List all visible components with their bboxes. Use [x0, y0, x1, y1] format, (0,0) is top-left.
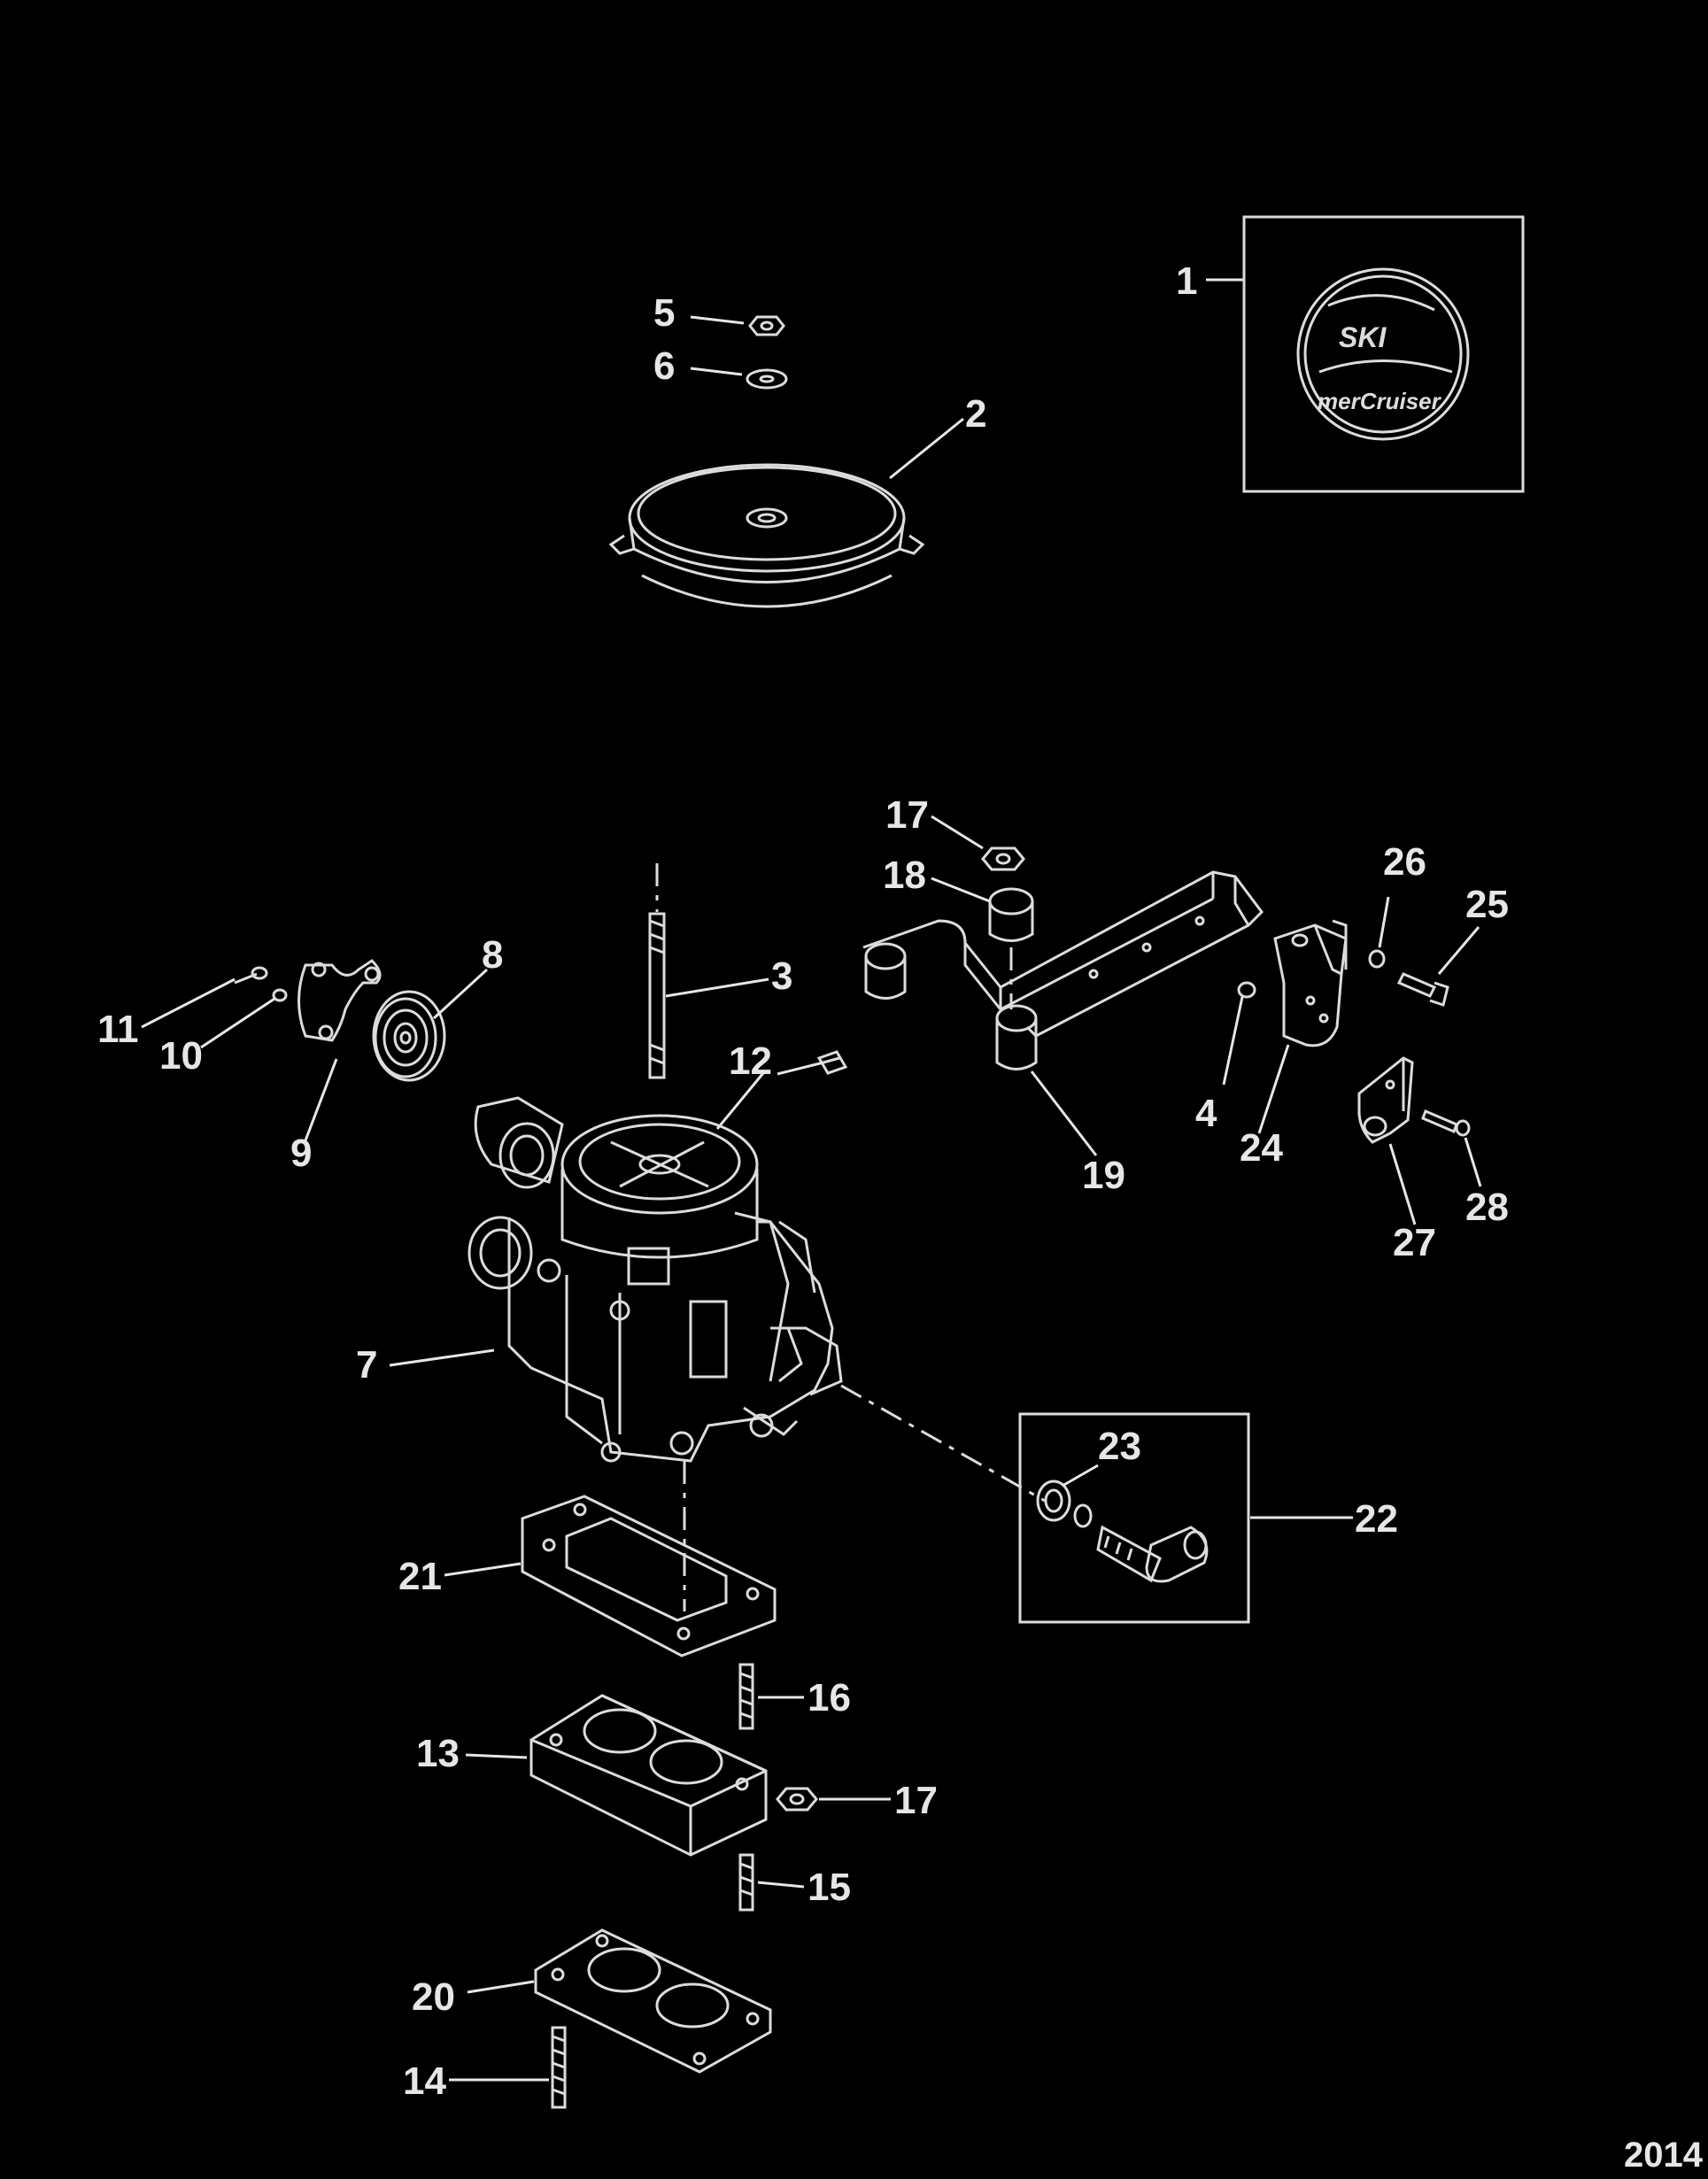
callout-labels: 1 2 3 4 5 6 7 8 9 10 11 12 13 14 15 16 1… [97, 259, 1509, 2103]
callout-14: 14 [403, 2059, 446, 2103]
part-26-washer [1368, 949, 1386, 969]
callout-28: 28 [1465, 1186, 1509, 1229]
part-22-fitting-kit [1018, 1412, 1250, 1624]
callout-17-upper: 17 [885, 793, 929, 837]
callout-22: 22 [1355, 1497, 1398, 1541]
disc-badge-ski: SKI [1339, 321, 1387, 353]
callout-23: 23 [1098, 1425, 1141, 1468]
part-25-screw [1396, 972, 1449, 1007]
callout-4: 4 [1195, 1092, 1217, 1135]
callout-16: 16 [808, 1676, 851, 1719]
part-8-diaphragm-cover [372, 990, 446, 1082]
part-1-disc: SKI merCruiser [1242, 215, 1525, 493]
part-24-bracket [1273, 919, 1348, 1047]
part-20-gasket [534, 1928, 772, 2074]
callout-12: 12 [729, 1039, 772, 1083]
callout-10: 10 [159, 1034, 203, 1078]
callout-6: 6 [653, 344, 675, 388]
callout-11: 11 [97, 1008, 139, 1051]
callout-18: 18 [883, 854, 926, 897]
callout-2: 2 [965, 392, 986, 436]
part-6-washer [746, 368, 788, 390]
part-14-stud [551, 2026, 567, 2109]
part-17-lower-nut [776, 1787, 818, 1812]
part-9-bracket [298, 959, 382, 1042]
part-12-plug [816, 1050, 848, 1075]
callout-7: 7 [356, 1343, 377, 1387]
part-16-stud [738, 1663, 754, 1730]
callout-5: 5 [653, 291, 675, 335]
callout-3: 3 [771, 954, 792, 998]
part-2-air-cleaner [608, 463, 925, 608]
part-13-spacer [529, 1694, 768, 1857]
callout-21: 21 [398, 1555, 442, 1598]
callout-8: 8 [482, 933, 503, 977]
part-15-stud [738, 1853, 754, 1912]
callout-15: 15 [808, 1866, 851, 1909]
part-18-bushing [988, 887, 1034, 942]
part-17-upper-nut [981, 846, 1025, 871]
part-3-stud [648, 863, 666, 1079]
part-10-washer [272, 988, 288, 1002]
part-11-screw [234, 966, 268, 985]
callout-26: 26 [1383, 840, 1426, 884]
callout-27: 27 [1393, 1221, 1436, 1264]
callout-20: 20 [412, 1975, 455, 2019]
callout-19: 19 [1082, 1154, 1125, 1197]
callout-25: 25 [1465, 883, 1509, 926]
leader-lines [141, 278, 1482, 2082]
disc-badge-brand: merCruiser [1318, 388, 1442, 414]
figure-number: 2014 [1624, 2136, 1703, 2175]
callout-13: 13 [416, 1732, 460, 1775]
part-21-gasket [521, 1461, 777, 1657]
callout-1: 1 [1176, 259, 1197, 303]
part-7-carburetor [468, 1096, 1046, 1503]
part-19-throttle-bracket [862, 870, 1264, 1070]
part-28-screw [1421, 1109, 1471, 1137]
part-4-washer [1237, 981, 1256, 999]
callout-24: 24 [1240, 1126, 1283, 1170]
part-5-nut [748, 315, 785, 336]
callout-9: 9 [290, 1132, 312, 1175]
part-27-clip [1357, 1056, 1414, 1144]
callout-17-lower: 17 [894, 1779, 938, 1822]
